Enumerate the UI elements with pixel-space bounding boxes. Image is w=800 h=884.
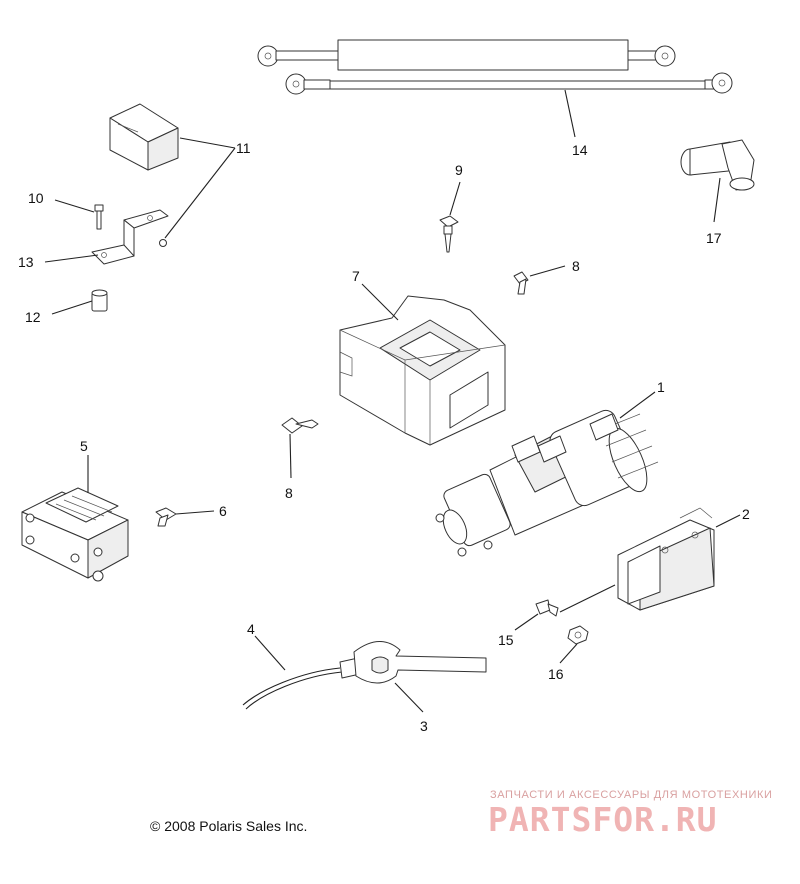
callout-8-lower: 8 [285, 485, 293, 501]
winch-mount-plate [339, 295, 506, 446]
watermark-tagline: ЗАПЧАСТИ И АКСЕССУАРЫ ДЛЯ МОТОТЕХНИКИ [490, 789, 773, 801]
elbow-boot [680, 139, 755, 191]
cable-hook [353, 641, 487, 684]
bolt-15 [535, 599, 559, 617]
callout-2: 2 [742, 506, 750, 522]
callout-13: 13 [18, 254, 34, 270]
rubber-block [109, 103, 179, 171]
bolt-6 [155, 507, 177, 527]
callout-1: 1 [657, 379, 665, 395]
nut-16 [567, 625, 589, 645]
callout-14: 14 [572, 142, 588, 158]
callout-7: 7 [352, 268, 360, 284]
callout-12: 12 [25, 309, 41, 325]
bolt-8-upper [513, 271, 529, 295]
bolt-9 [439, 215, 459, 253]
screw-10 [94, 204, 104, 230]
callout-9: 9 [455, 162, 463, 178]
callout-15: 15 [498, 632, 514, 648]
winch-contactor [21, 487, 129, 582]
fairlead-mount [617, 507, 715, 611]
watermark-logo: PARTSFOR.RU [488, 800, 718, 839]
callout-5: 5 [80, 438, 88, 454]
spacer-12 [91, 289, 108, 312]
winch-assembly [435, 409, 659, 557]
callout-3: 3 [420, 718, 428, 734]
callout-4: 4 [247, 621, 255, 637]
callout-17: 17 [706, 230, 722, 246]
battery-cables [257, 39, 733, 95]
mounting-bracket [91, 209, 169, 265]
callout-10: 10 [28, 190, 44, 206]
winch-cable [242, 657, 361, 710]
callout-11: 11 [236, 140, 251, 156]
callout-8-upper: 8 [572, 258, 580, 274]
callout-16: 16 [548, 666, 564, 682]
callout-6: 6 [219, 503, 227, 519]
bolt-8-lower [281, 417, 319, 434]
copyright-notice: © 2008 Polaris Sales Inc. [150, 818, 308, 834]
